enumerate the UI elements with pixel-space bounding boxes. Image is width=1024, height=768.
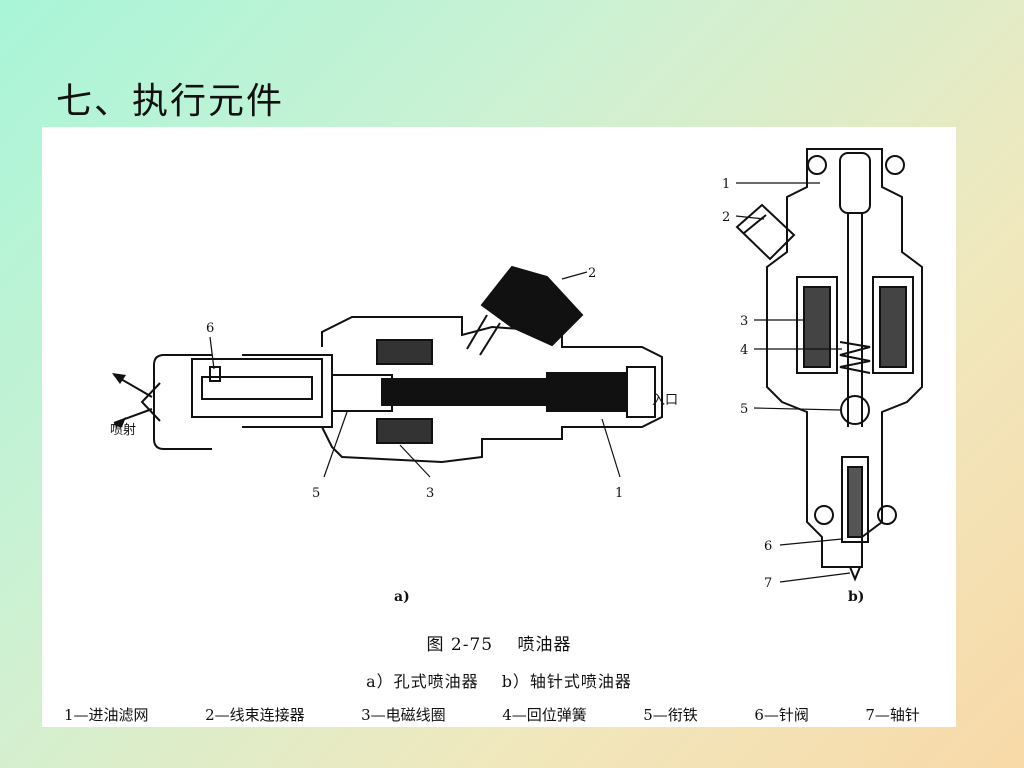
side-connector: [735, 203, 796, 261]
panel-b-callout-7: 7: [764, 576, 772, 591]
slide-title: 七、执行元件: [56, 81, 285, 122]
legend-item: 1—进油滤网: [64, 706, 149, 724]
needle-valve: [201, 376, 313, 400]
armature-ball: [840, 395, 870, 425]
nozzle-tip: [140, 382, 161, 422]
legend-item: 7—轴针: [865, 706, 920, 724]
center-bore: [847, 213, 863, 427]
coil-frame-left: [796, 276, 838, 374]
nozzle-cap: [153, 354, 212, 450]
panel-a-callout-1: 1: [615, 486, 623, 501]
o-ring-top-left: [807, 155, 827, 175]
panel-a-callout-2: 2: [588, 266, 596, 281]
figure-legend: 1—进油滤网 2—线束连接器 3—电磁线圈 4—回位弹簧 5—衔铁 6—针阀 7…: [42, 704, 956, 725]
spray-arrowhead-down: [112, 417, 126, 427]
panel-a-callout-5: 5: [312, 486, 320, 501]
panel-b-leaders: [735, 182, 851, 583]
needle-body: [841, 456, 869, 543]
wire-connector: [480, 265, 584, 347]
o-ring-bottom-right: [877, 505, 897, 525]
inlet-end: [626, 366, 656, 418]
figure-caption-title: 图 2-75 喷油器: [426, 635, 572, 655]
panel-b-callout-4: 4: [740, 343, 748, 358]
o-ring-bottom-left: [814, 505, 834, 525]
legend-item: 2—线束连接器: [205, 706, 305, 724]
needle-core: [847, 466, 863, 538]
panel-b-callout-1: 1: [722, 177, 730, 192]
injector-figure: 6 2 5 3 1 入口 喷射 a): [42, 127, 956, 727]
return-spring: [839, 341, 871, 374]
panel-a-leaders: [209, 271, 621, 478]
coil-left: [803, 286, 831, 368]
connector-wire-2: [479, 322, 501, 356]
core-shaft: [381, 378, 553, 406]
hole-type-injector: [113, 265, 663, 464]
nozzle-body: [191, 358, 323, 418]
inlet-label: 入口: [652, 393, 678, 408]
legend-item: 6—针阀: [754, 706, 809, 724]
connector-wire: [466, 314, 488, 350]
connector-slot: [743, 214, 767, 234]
panel-a-callout-6: 6: [206, 321, 214, 336]
panel-b-callout-6: 6: [764, 539, 772, 554]
injector-diagram: 6 2 5 3 1 入口 喷射 a): [110, 148, 923, 605]
legend-item: 3—电磁线圈: [361, 706, 446, 724]
panel-a-callout-3: 3: [426, 486, 434, 501]
spray-arrowhead-up: [112, 373, 126, 384]
coil-right: [879, 286, 907, 368]
needle-seat: [209, 366, 221, 382]
pintle-type-injector: [735, 148, 923, 582]
coil-lower: [376, 418, 433, 444]
legend-item: 5—衔铁: [643, 706, 698, 724]
o-ring-top-right: [885, 155, 905, 175]
panel-a-label: a): [394, 589, 410, 605]
coil-upper: [376, 339, 433, 365]
legend-item: 4—回位弹簧: [502, 706, 587, 724]
injector-housing: [321, 316, 663, 464]
inlet-tube: [839, 152, 871, 214]
panel-b-callout-3: 3: [740, 314, 748, 329]
panel-b-callout-2: 2: [722, 210, 730, 225]
pintle-tip: [849, 566, 861, 582]
coil-frame-right: [872, 276, 914, 374]
figure-caption-subtitle: a）孔式喷油器 b）轴针式喷油器: [366, 672, 632, 691]
spray-label: 喷射: [110, 422, 136, 438]
panel-b-label: b): [848, 589, 864, 605]
panel-b-callout-5: 5: [740, 402, 748, 417]
inlet-filter: [546, 372, 628, 412]
